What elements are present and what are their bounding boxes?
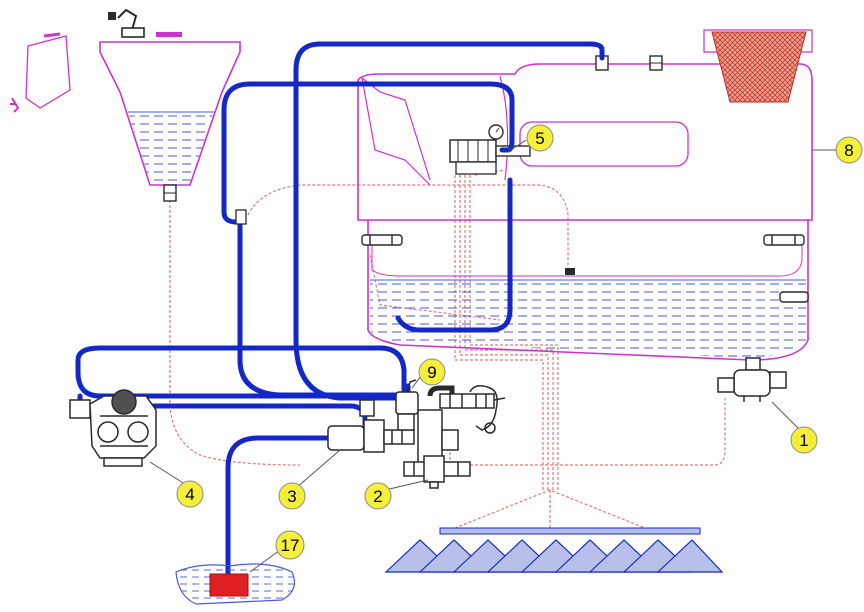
tank-agitator-nozzle-icon: [361, 234, 809, 303]
callout-2: 2: [364, 482, 392, 510]
pressure-regulator-manifold: [449, 139, 531, 175]
nozzle-icon: [384, 539, 724, 573]
basket-icon: [703, 29, 813, 103]
callout-label: 17: [281, 536, 300, 555]
callout-5: 5: [526, 124, 554, 152]
spray-boom: [384, 527, 724, 573]
lower-valve: [403, 455, 471, 489]
callout-label: 8: [844, 141, 853, 160]
callout-label: 1: [799, 431, 808, 450]
three-way-valve: [359, 379, 419, 431]
callout-label: 5: [535, 129, 544, 148]
tank-top-fitting-icon: [595, 55, 663, 71]
hand-lance-icon: [469, 385, 506, 434]
hopper-lid: [10, 32, 71, 113]
dashed-pipes: [169, 169, 726, 531]
callout-label: 3: [287, 487, 296, 506]
hose-connector-icon: [235, 209, 247, 225]
pressure-gauge-icon: [488, 124, 504, 140]
callout-leaders: [149, 139, 836, 573]
callout-label: 9: [427, 363, 436, 382]
callout-8: 8: [835, 136, 863, 164]
callout-9: 9: [418, 358, 446, 386]
filter-icon: [209, 573, 249, 597]
rinse-nozzle-icon: [108, 8, 145, 38]
callout-label: 2: [373, 487, 382, 506]
main-tank: [357, 63, 835, 361]
pump-icon: [69, 389, 157, 467]
induction-hopper: [99, 32, 241, 202]
main-tank-outlet-valve: [717, 357, 787, 402]
callout-3: 3: [278, 482, 306, 510]
filler-valve: [327, 419, 415, 453]
callout-17: 17: [275, 530, 305, 560]
valve-icon: [417, 385, 495, 467]
callout-4: 4: [176, 480, 204, 508]
callout-1: 1: [790, 426, 818, 454]
callout-label: 4: [185, 485, 194, 504]
